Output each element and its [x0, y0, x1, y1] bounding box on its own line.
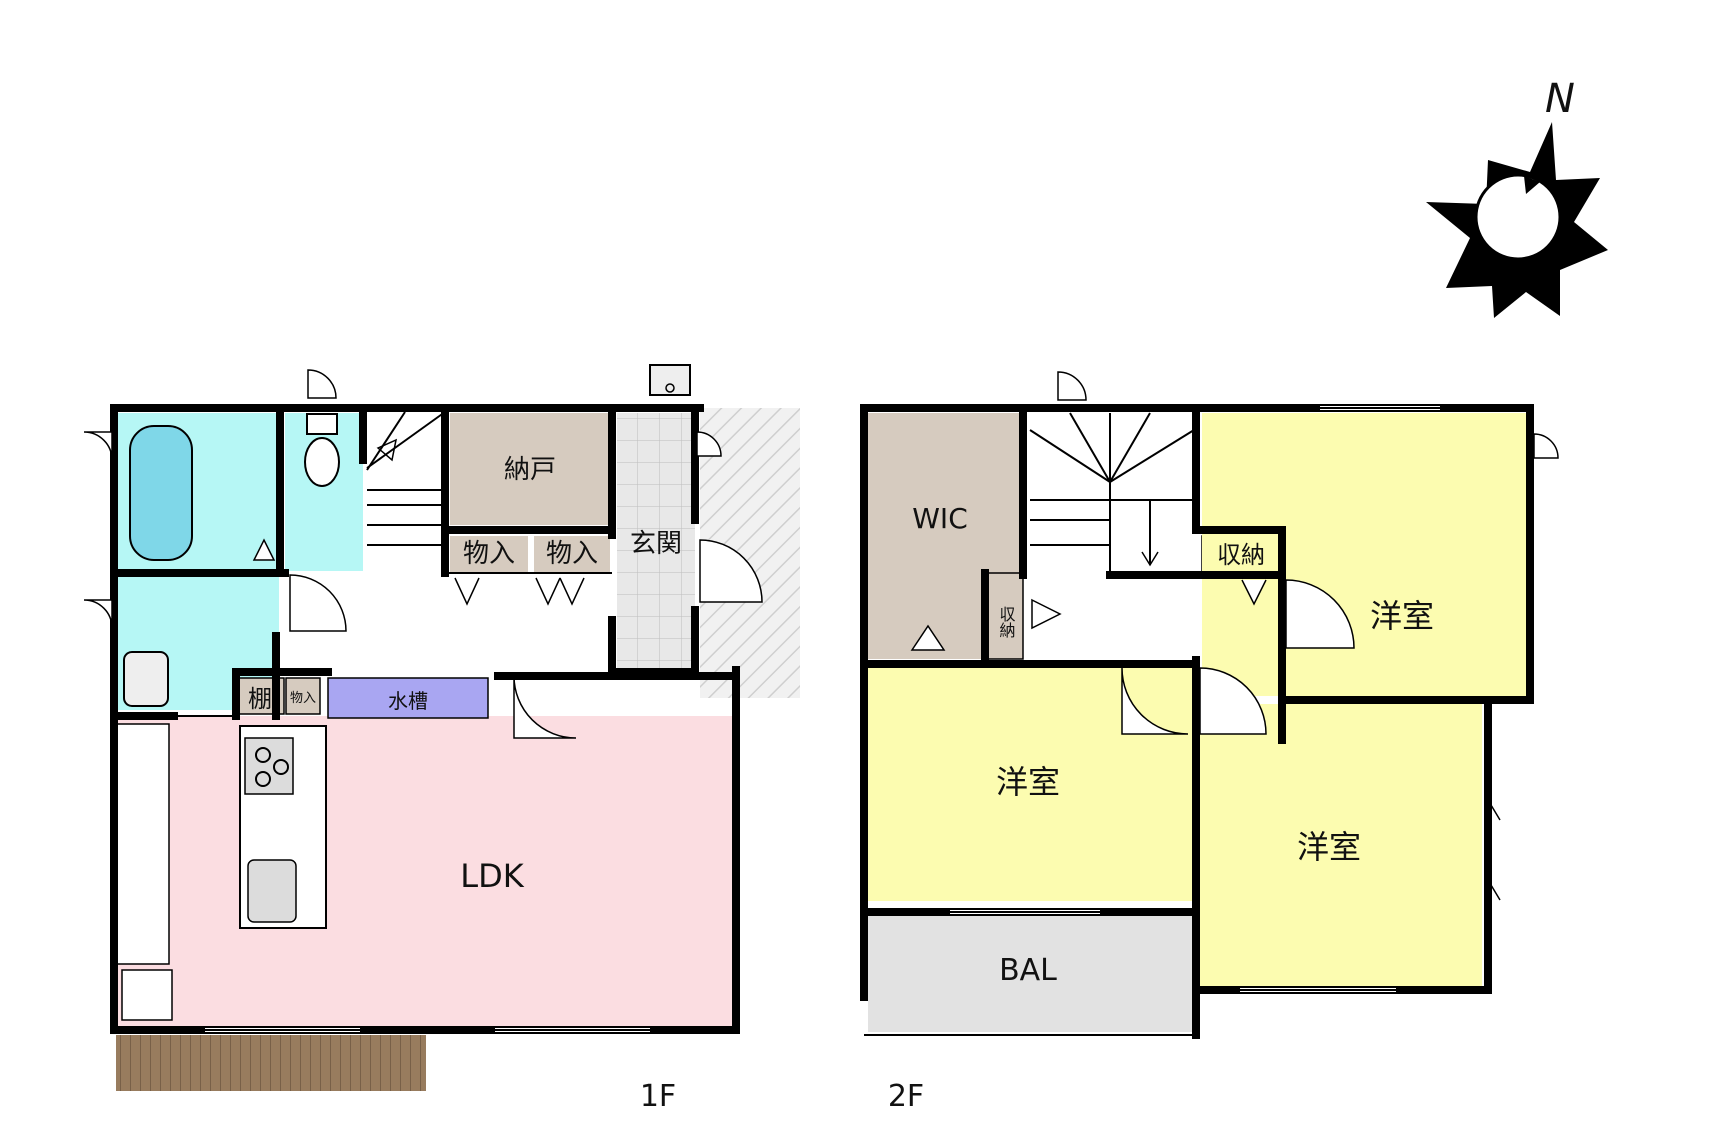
ldk-door: [513, 675, 577, 739]
floor-label-1f: 1F: [640, 1079, 676, 1114]
fridge: [121, 969, 173, 1021]
shuno1-fill: [987, 572, 1024, 660]
mono3-fill: [285, 677, 321, 715]
bath-window: [83, 431, 113, 461]
yoshitsu1-fill: [1202, 413, 1528, 696]
mono2-fill: [534, 536, 610, 573]
suiso-fill: [327, 677, 489, 719]
floor-label-2f: 2F: [888, 1079, 924, 1114]
room-label-bal: BAL: [999, 953, 1057, 988]
yoshitsu2-fill: [868, 664, 1192, 901]
room-label-mono1: 物入: [463, 539, 515, 569]
room-label-suiso: 水槽: [388, 689, 428, 713]
genkan-window: [696, 431, 722, 457]
genkan-fill: [617, 413, 695, 671]
room-label-yoshitsu1: 洋室: [1370, 597, 1434, 635]
sink-icon: [247, 859, 297, 923]
entrance-door: [699, 539, 763, 603]
bathtub-icon: [129, 425, 193, 561]
room-label-nando: 納戸: [504, 455, 556, 485]
room-label-mono3: 物入: [290, 691, 316, 706]
yoshitsu1-door: [1285, 579, 1355, 649]
washbasin-icon: [123, 651, 169, 707]
mono1-fill: [450, 536, 528, 573]
compass-north-label: N: [1545, 76, 1575, 122]
room-label-ldk: LDK: [460, 857, 524, 895]
wash-window: [83, 599, 113, 629]
room-label-shuno1: 収納: [997, 606, 1016, 639]
stairs-2f: [1029, 412, 1195, 573]
floor-1f: 納戸 物入 物入 玄関 棚 物入 水槽 LDK 1F: [83, 364, 800, 1114]
floor-2f: WIC 収納 収納 洋室 洋室 洋室 BAL 2F: [860, 371, 1559, 1114]
bal-fill: [868, 912, 1194, 1032]
outdoor-faucet-icon: [649, 364, 691, 396]
room-label-yoshitsu2: 洋室: [996, 763, 1060, 801]
stair-window: [1057, 371, 1087, 401]
stove-icon: [244, 737, 294, 795]
yoshitsu3-fill: [1200, 704, 1482, 986]
nando-fill: [450, 413, 610, 525]
room-label-mono2: 物入: [546, 539, 598, 569]
cupboard: [113, 723, 170, 965]
stairs-1f: [366, 411, 446, 571]
ldk-fill: [114, 716, 734, 1026]
room-label-yoshitsu3: 洋室: [1297, 828, 1361, 866]
room-label-tana: 棚: [248, 685, 272, 713]
toilet-window: [307, 369, 337, 399]
room-label-shuno2: 収納: [1217, 541, 1265, 569]
yoshitsu2-door: [1121, 667, 1189, 735]
toilet-area: [285, 413, 363, 571]
yoshitsu3-door: [1199, 667, 1267, 735]
north-compass-sun-icon: N: [1426, 76, 1608, 318]
yoshitsu1-window: [1533, 433, 1559, 459]
wood-deck: [116, 1035, 426, 1091]
room-label-wic: WIC: [912, 502, 968, 535]
room-label-genkan: 玄関: [630, 529, 682, 559]
washroom-door: [289, 574, 347, 632]
toilet-icon: [304, 437, 340, 487]
